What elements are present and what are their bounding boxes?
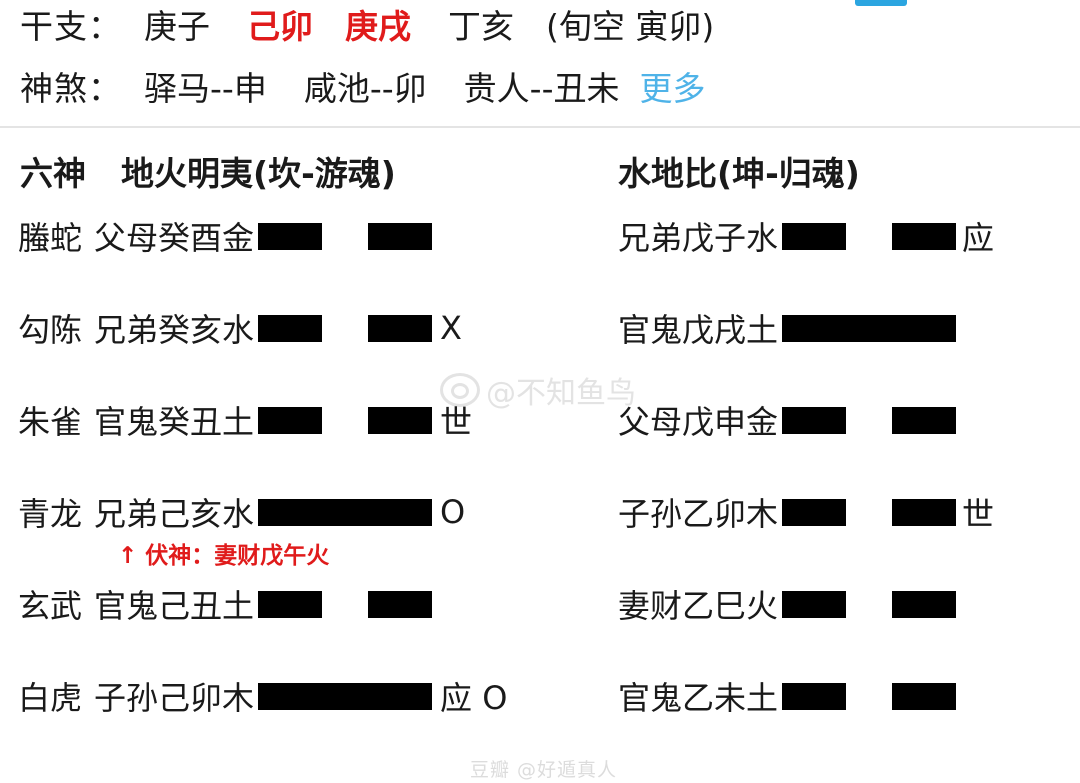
hexagram-row-left: 白虎 子孙己卯木 应 O xyxy=(0,668,618,724)
yao-marker-changing: X xyxy=(440,309,462,347)
yao-broken-icon xyxy=(258,314,438,342)
hexagram-row-left: 青龙 兄弟己亥水 O ↑ 伏神：妻财戊午火 xyxy=(0,484,618,570)
yao-label: 父母戊申金 xyxy=(618,403,779,441)
shensha-values: 驿马--申 咸池--卯 贵人--丑未 xyxy=(144,62,621,110)
hexagram-row-left: 螣蛇 父母癸酉金 xyxy=(0,208,618,264)
yao-solid-icon xyxy=(258,498,438,526)
hexagram-row-right: 官鬼乙未土 xyxy=(618,668,1080,724)
hexagram-row-left: 玄武 官鬼己丑土 xyxy=(0,576,618,632)
ganzhi-row: 干支： 庚子 己卯 庚戌 丁亥 (旬空 寅卯) xyxy=(20,0,1080,62)
yao-label: 子孙乙卯木 xyxy=(618,495,779,533)
fushen-note: ↑ 伏神：妻财戊午火 xyxy=(118,543,330,569)
yao-label: 官鬼己丑土 xyxy=(94,587,255,625)
yao-label: 兄弟癸亥水 xyxy=(94,311,255,349)
hexagram-row-right: 子孙乙卯木 世 xyxy=(618,484,1080,540)
liushen-label: 青龙 xyxy=(18,495,83,533)
yao-label: 兄弟己亥水 xyxy=(94,495,255,533)
yao-broken-icon xyxy=(782,498,962,526)
yao-broken-icon xyxy=(782,590,962,618)
more-link[interactable]: 更多 xyxy=(639,69,706,108)
yao-label: 兄弟戊子水 xyxy=(618,219,779,257)
liushen-label: 勾陈 xyxy=(18,311,83,349)
ganzhi-pillar-year: 庚子 xyxy=(144,7,210,46)
yao-marker-shi: 世 xyxy=(440,403,473,441)
yao-label: 父母癸酉金 xyxy=(94,219,255,257)
yao-broken-icon xyxy=(258,406,438,434)
yao-solid-icon xyxy=(782,314,962,342)
shensha-item-yima: 驿马--申 xyxy=(144,69,267,108)
yao-label: 官鬼癸丑土 xyxy=(94,403,255,441)
hexagram-row-left: 勾陈 兄弟癸亥水 X xyxy=(0,300,618,356)
liushen-label: 白虎 xyxy=(18,679,83,717)
yao-marker-shi: 世 xyxy=(962,495,995,533)
hexagram-table: 六神 地火明夷(坎-游魂) 水地比(坤-归魂) 螣蛇 父母癸酉金 兄弟戊子水 xyxy=(0,128,1080,760)
hexagram-title-left-group: 六神 地火明夷(坎-游魂) xyxy=(0,147,618,195)
yao-marker-ying-changing: 应 O xyxy=(440,679,508,717)
liushen-column-header: 六神 xyxy=(20,154,86,193)
yao-broken-icon xyxy=(258,590,438,618)
yao-label: 官鬼戊戌土 xyxy=(618,311,779,349)
yao-label: 妻财乙巳火 xyxy=(618,587,779,625)
hexagram-row: 朱雀 官鬼癸丑土 世 父母戊申金 xyxy=(0,392,1080,484)
hexagram-row-right: 兄弟戊子水 应 xyxy=(618,208,1080,264)
shensha-item-guiren: 贵人--丑未 xyxy=(463,69,620,108)
yao-marker: 应 xyxy=(962,219,995,257)
yao-broken-icon xyxy=(782,682,962,710)
hexagram-row: 白虎 子孙己卯木 应 O 官鬼乙未土 xyxy=(0,668,1080,760)
ganzhi-pillar-hour: 丁亥 xyxy=(448,7,514,46)
hexagram-row-right: 父母戊申金 xyxy=(618,392,1080,448)
ganzhi-pillar-day: 庚戌 xyxy=(345,7,411,46)
hexagram-row-left: 朱雀 官鬼癸丑土 世 xyxy=(0,392,618,448)
yao-label: 子孙己卯木 xyxy=(94,679,255,717)
ganzhi-pillar-month: 己卯 xyxy=(247,7,313,46)
hexagram-row: 勾陈 兄弟癸亥水 X 官鬼戊戌土 xyxy=(0,300,1080,392)
hexagram-title-transformed: 水地比(坤-归魂) xyxy=(618,154,860,193)
yao-solid-icon xyxy=(258,682,438,710)
hexagram-title-primary: 地火明夷(坎-游魂) xyxy=(121,154,396,193)
yao-marker-changing: O xyxy=(440,493,466,531)
xunkong-note: (旬空 寅卯) xyxy=(546,7,715,46)
shensha-row: 神煞： 驿马--申 咸池--卯 贵人--丑未 更多 xyxy=(20,62,1080,124)
hexagram-row: 青龙 兄弟己亥水 O ↑ 伏神：妻财戊午火 子孙乙卯木 世 xyxy=(0,484,1080,576)
hexagram-row: 螣蛇 父母癸酉金 兄弟戊子水 应 xyxy=(0,208,1080,300)
hexagram-titles-row: 六神 地火明夷(坎-游魂) 水地比(坤-归魂) xyxy=(0,134,1080,208)
hexagram-row-right: 妻财乙巳火 xyxy=(618,576,1080,632)
yao-broken-icon xyxy=(782,222,962,250)
shensha-item-xianchi: 咸池--卯 xyxy=(303,69,427,108)
ganzhi-label: 干支： xyxy=(20,7,122,46)
yao-label: 官鬼乙未土 xyxy=(618,679,779,717)
top-blue-pill[interactable] xyxy=(855,0,907,6)
shensha-label: 神煞： xyxy=(20,69,122,108)
ganzhi-values: 庚子 己卯 庚戌 丁亥 (旬空 寅卯) xyxy=(144,0,716,48)
yao-broken-icon xyxy=(258,222,438,250)
divination-header: 干支： 庚子 己卯 庚戌 丁亥 (旬空 寅卯) 神煞： 驿马--申 咸池--卯 … xyxy=(0,0,1080,128)
liushen-label: 朱雀 xyxy=(18,403,83,441)
liushen-label: 玄武 xyxy=(18,587,83,625)
hexagram-row-right: 官鬼戊戌土 xyxy=(618,300,1080,356)
hexagram-row: 玄武 官鬼己丑土 妻财乙巳火 xyxy=(0,576,1080,668)
liushen-label: 螣蛇 xyxy=(18,219,83,257)
yao-broken-icon xyxy=(782,406,962,434)
